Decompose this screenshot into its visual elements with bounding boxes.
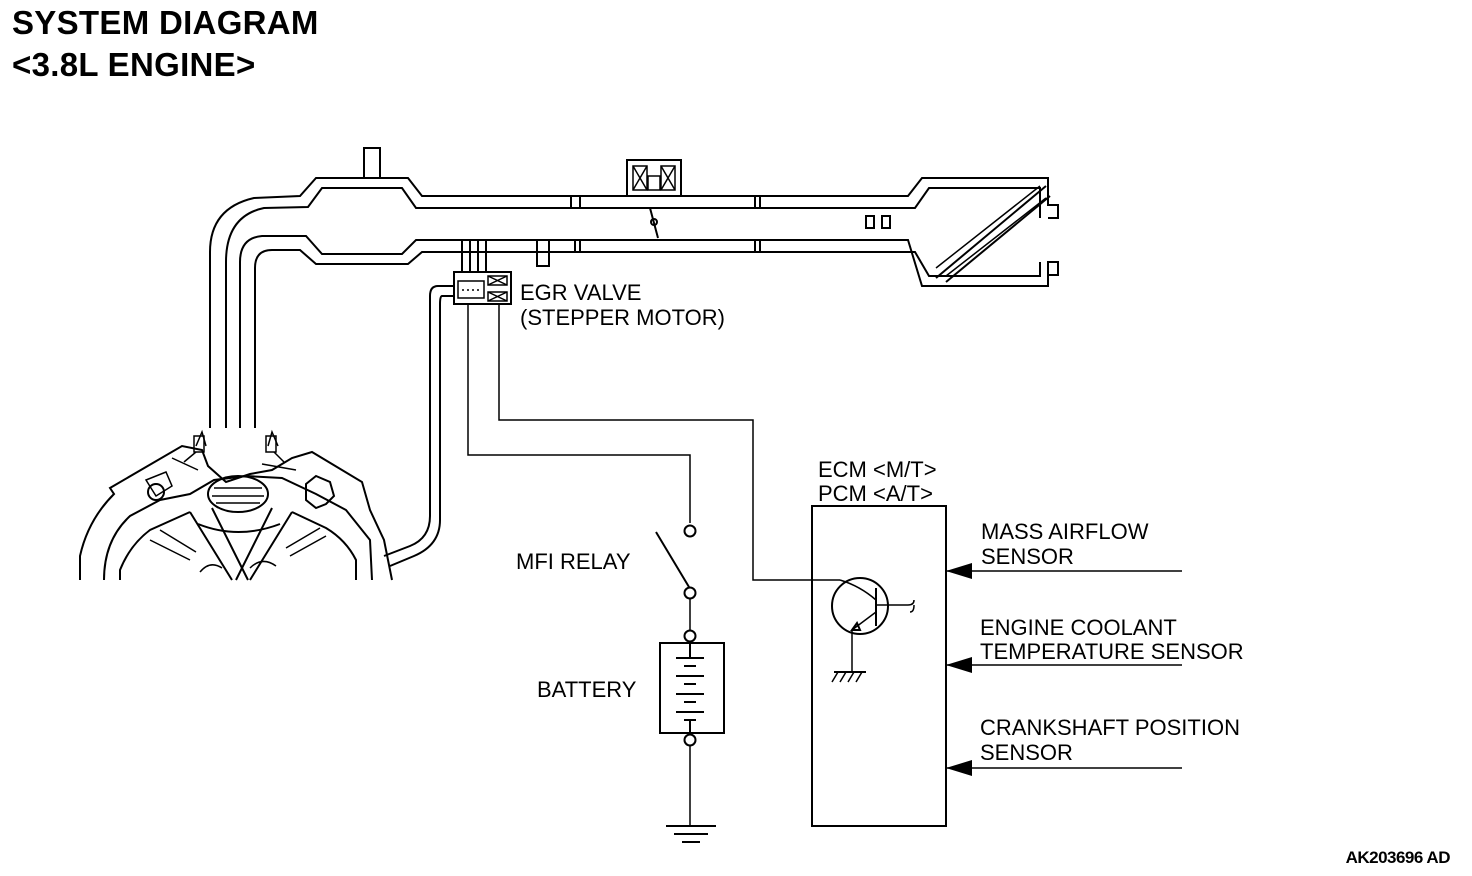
input-arrow-icon	[946, 563, 972, 579]
transistor-icon	[831, 577, 889, 635]
mfi-relay-label: MFI RELAY	[516, 549, 631, 574]
ground-symbol	[666, 825, 716, 843]
engine-icon	[79, 429, 393, 581]
egr-hose	[383, 285, 454, 557]
egr-valve-label: EGR VALVE	[520, 280, 642, 305]
input-label-line2: TEMPERATURE SENSOR	[980, 639, 1244, 664]
battery-label: BATTERY	[537, 677, 637, 702]
input-label-line1: MASS AIRFLOW	[981, 519, 1149, 544]
throttle-actuator-icon	[626, 159, 682, 197]
ecm-box	[811, 505, 1182, 827]
input-label-line2: SENSOR	[981, 544, 1074, 569]
egr-valve-icon	[453, 240, 512, 305]
input-arrow-icon	[946, 657, 972, 673]
engine-subtitle: <3.8L ENGINE>	[12, 46, 256, 83]
reference-code: AK203696 AD	[1345, 848, 1451, 867]
pcm-label: PCM <A/T>	[818, 481, 933, 506]
intake-duct	[209, 147, 1059, 428]
input-arrow-icon	[946, 760, 972, 776]
wiring	[467, 304, 840, 843]
input-label-line1: CRANKSHAFT POSITION	[980, 715, 1240, 740]
stepper-motor-label: (STEPPER MOTOR)	[520, 305, 725, 330]
ecm-label: ECM <M/T>	[818, 457, 937, 482]
battery-icon	[659, 642, 725, 734]
input-label-line2: SENSOR	[980, 740, 1073, 765]
diagram-title: SYSTEM DIAGRAM	[12, 4, 319, 41]
input-label-line1: ENGINE COOLANT	[980, 615, 1177, 640]
